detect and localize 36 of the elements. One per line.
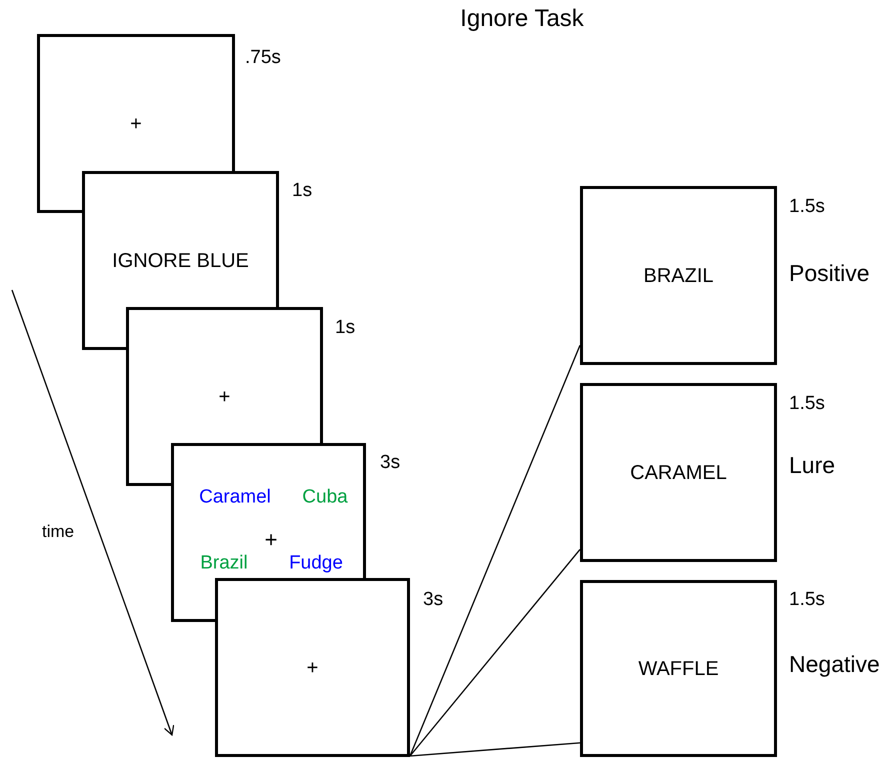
duration-label: 1s: [292, 181, 312, 200]
stimulus-word: Brazil: [200, 554, 248, 572]
diagram-title: Ignore Task: [459, 4, 585, 34]
connector-line: [410, 549, 580, 756]
stimulus-frame: [580, 186, 777, 365]
stimulus-frame: [126, 307, 323, 443]
stimulus-word: +: [264, 529, 278, 551]
duration-label: 1.5s: [789, 394, 825, 413]
duration-label: 3s: [423, 590, 444, 609]
stimulus-frame: [82, 171, 279, 307]
stimulus-frame: [171, 443, 366, 578]
stimulus-word: Caramel: [199, 488, 271, 506]
stimulus-word: Cuba: [302, 488, 348, 506]
stimulus-text: +: [306, 658, 318, 678]
duration-label: 1s: [335, 318, 356, 337]
stimulus-frame: [580, 580, 777, 757]
axis-label: time: [42, 523, 74, 540]
connector-line: [410, 742, 580, 757]
condition-label: Lure: [789, 454, 836, 477]
duration-label: 1.5s: [789, 590, 825, 609]
stimulus-frame: [580, 383, 777, 562]
stimulus-frame: [37, 34, 235, 171]
stimulus-text: BRAZIL: [643, 266, 714, 286]
stimulus-text: CARAMEL: [630, 462, 727, 482]
condition-label: Positive: [789, 262, 870, 285]
stimulus-text: WAFFLE: [638, 658, 719, 678]
duration-label: .75s: [245, 48, 281, 67]
stimulus-text: IGNORE BLUE: [112, 250, 249, 270]
stimulus-frame: [215, 578, 410, 757]
stimulus-text: +: [218, 386, 230, 406]
connector-line: [409, 345, 581, 756]
condition-label: Negative: [789, 653, 880, 676]
stimulus-word: Fudge: [289, 554, 343, 572]
duration-label: 3s: [380, 453, 400, 472]
duration-label: 1.5s: [789, 197, 825, 216]
stimulus-text: +: [130, 114, 142, 134]
